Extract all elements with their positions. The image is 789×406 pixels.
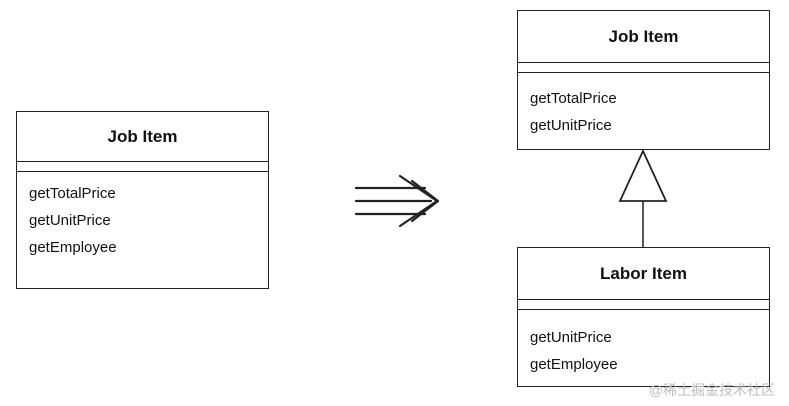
- inheritance-triangle-icon: [618, 148, 668, 202]
- class-methods-compartment: getTotalPrice getUnitPrice getEmployee: [17, 172, 268, 261]
- class-box-job-item-original: Job Item getTotalPrice getUnitPrice getE…: [16, 111, 269, 289]
- class-methods-compartment: getUnitPrice getEmployee: [518, 310, 769, 378]
- method-item: getUnitPrice: [530, 329, 612, 346]
- class-attributes-compartment: [518, 63, 769, 73]
- class-methods-compartment: getTotalPrice getUnitPrice: [518, 73, 769, 139]
- class-box-labor-item-subclass: Labor Item getUnitPrice getEmployee: [517, 247, 770, 387]
- class-attributes-compartment: [518, 300, 769, 310]
- class-attributes-compartment: [17, 162, 268, 172]
- method-item: getTotalPrice: [29, 185, 116, 202]
- method-item: getUnitPrice: [530, 117, 612, 134]
- watermark-text: @稀土掘金技术社区: [648, 382, 775, 398]
- transform-arrow-icon: [354, 174, 440, 228]
- method-item: getUnitPrice: [29, 212, 111, 229]
- class-name: Job Item: [518, 11, 769, 63]
- class-box-job-item-superclass: Job Item getTotalPrice getUnitPrice: [517, 10, 770, 150]
- method-item: getTotalPrice: [530, 90, 617, 107]
- method-item: getEmployee: [530, 356, 618, 373]
- generalization-connector: [618, 148, 668, 247]
- class-name: Job Item: [17, 112, 268, 162]
- class-name: Labor Item: [518, 248, 769, 300]
- method-item: getEmployee: [29, 239, 117, 256]
